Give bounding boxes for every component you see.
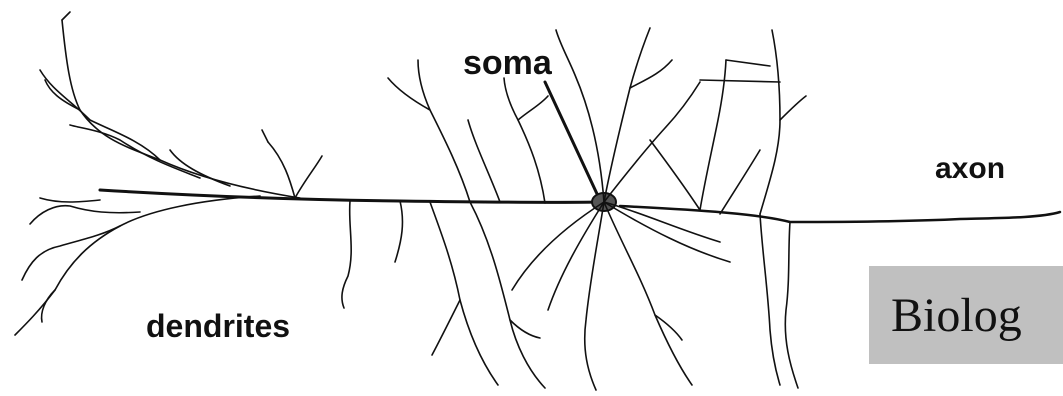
axon-process [620,206,1060,222]
caption-box: Biolog [869,266,1063,364]
soma-label: soma [463,46,552,80]
axon-label: axon [935,154,1005,184]
soma-pointer-line [545,82,598,196]
caption-text: Biolog [891,292,1022,340]
dendrites-label: dendrites [146,310,290,342]
